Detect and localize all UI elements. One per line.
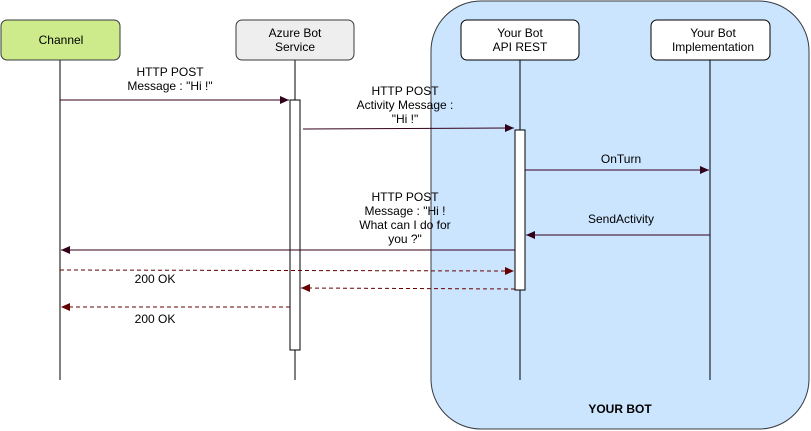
participant-channel: Channel	[0, 19, 121, 61]
api-label-line2: API REST	[493, 40, 548, 54]
m5-line-2: Message : "Hi !	[365, 204, 446, 218]
m7-line-1: 200 OK	[135, 312, 176, 326]
participant-bot-implementation: Your Bot Implementation	[650, 19, 771, 61]
return-api-to-azure-arrow	[300, 284, 516, 293]
m6-line-1: 200 OK	[135, 272, 176, 286]
container-label: YOUR BOT	[588, 402, 652, 416]
msg3-label: OnTurn	[601, 152, 641, 166]
azure-activation	[289, 99, 301, 351]
msg6-arrow	[59, 266, 515, 275]
impl-label-line2: Implementation	[672, 40, 754, 54]
m2-line-1: HTTP POST	[371, 84, 439, 98]
m5-line-3: What can I do for	[359, 218, 450, 232]
msg4-label: SendActivity	[588, 212, 654, 226]
azure-label-line2: Service	[275, 40, 315, 54]
participant-azure-bot-service: Azure Bot Service	[235, 19, 355, 61]
azure-label-line1: Azure Bot	[269, 26, 322, 40]
msg2-arrow	[302, 124, 515, 133]
msg6-label: 200 OK	[135, 272, 176, 286]
your-bot-container	[430, 0, 810, 430]
m3-line-1: OnTurn	[601, 152, 641, 166]
api-label-line1: Your Bot	[497, 26, 543, 40]
m4-line-1: SendActivity	[588, 212, 654, 226]
m1-line-2: Message : "Hi !"	[127, 79, 212, 93]
channel-label: Channel	[39, 33, 84, 47]
m2-line-2: Activity Message :	[357, 98, 454, 112]
msg7-label: 200 OK	[135, 312, 176, 326]
m5-line-4: you ?"	[388, 232, 422, 246]
m1-line-1: HTTP POST	[136, 65, 204, 79]
m5-line-1: HTTP POST	[371, 190, 439, 204]
impl-label-line1: Your Bot	[690, 26, 736, 40]
api-activation	[514, 129, 526, 291]
participant-bot-api-rest: Your Bot API REST	[460, 19, 580, 61]
m2-line-3: "Hi !"	[392, 112, 419, 126]
